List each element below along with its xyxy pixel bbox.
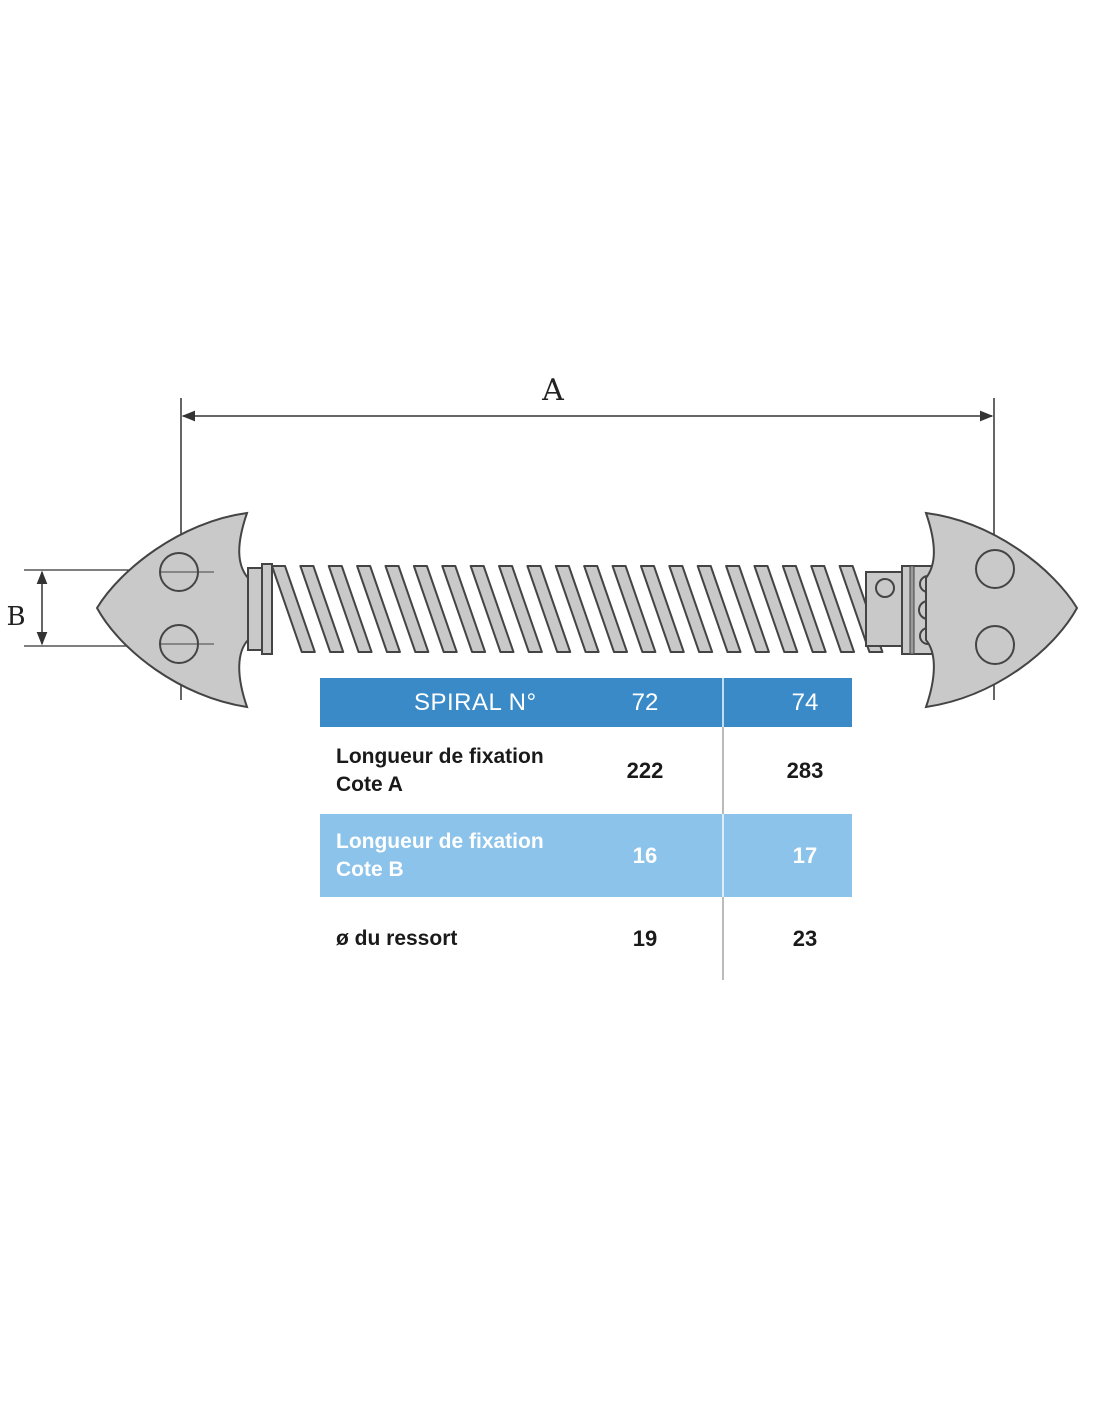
left-collar [247,563,273,655]
row-label-line2: Cote B [336,857,404,881]
spring-coil-turn [639,565,685,653]
spring-coil-turn [469,565,515,653]
table-header-row: SPIRAL N° 72 74 [320,678,852,727]
spring-coil-turn [498,565,543,653]
spring-coil [271,565,884,653]
spring-coil-turn [271,565,316,653]
row-value-74: 283 [786,757,824,783]
right-mounting-plate [924,511,1079,709]
row-value-74: 17 [792,842,818,868]
table-row-diameter: ø du ressort 19 23 [320,897,852,980]
row-label-line1: Longueur de fixation [336,744,544,768]
column-divider [722,814,724,897]
spring-coil-turn [696,565,742,653]
right-lower-hole [975,625,1015,665]
table-row-cote-b: Longueur de fixation Cote B 16 17 [320,814,852,897]
spring-coil-turn [526,565,572,653]
row-label: Longueur de fixation Cote B [336,814,606,897]
spring-coil-turn [384,565,430,653]
spring-coil-turn [441,565,487,653]
row-label-line1: Longueur de fixation [336,829,544,853]
left-mounting-plate [95,511,249,709]
right-upper-hole [975,549,1015,589]
header-label: SPIRAL N° [414,688,537,716]
spring-coil-turn [781,565,827,653]
spring-coil-turn [668,565,714,653]
spring-coil-turn [554,565,600,653]
header-col-74: 74 [791,688,819,716]
row-label-line1: ø du ressort [336,926,458,950]
row-value-74: 23 [792,925,818,951]
spring-coil-turn [611,565,657,653]
spec-table: SPIRAL N° 72 74 Longueur de fixation Cot… [320,678,852,980]
column-divider [722,897,724,980]
table-row-cote-a: Longueur de fixation Cote A 222 283 [320,727,852,814]
row-label-line2: Cote A [336,772,403,796]
dimension-b-label: B [6,602,25,632]
spring-coil-turn [810,565,856,653]
column-divider [722,727,724,814]
header-col-72: 72 [631,688,659,716]
spring-coil-turn [725,565,770,653]
column-divider [722,678,724,727]
spring-coil-turn [327,565,373,653]
spring-coil-turn [753,565,799,653]
row-value-72: 222 [626,757,664,783]
dimension-a-label: A [541,373,564,408]
row-label: Longueur de fixation Cote A [336,727,606,814]
spring-coil-turn [583,565,628,653]
row-value-72: 16 [632,842,658,868]
spring-coil-turn [356,565,401,653]
row-label: ø du ressort [336,897,606,980]
row-value-72: 19 [632,925,658,951]
spring-coil-turn [412,565,458,653]
spring-coil-turn [299,565,345,653]
